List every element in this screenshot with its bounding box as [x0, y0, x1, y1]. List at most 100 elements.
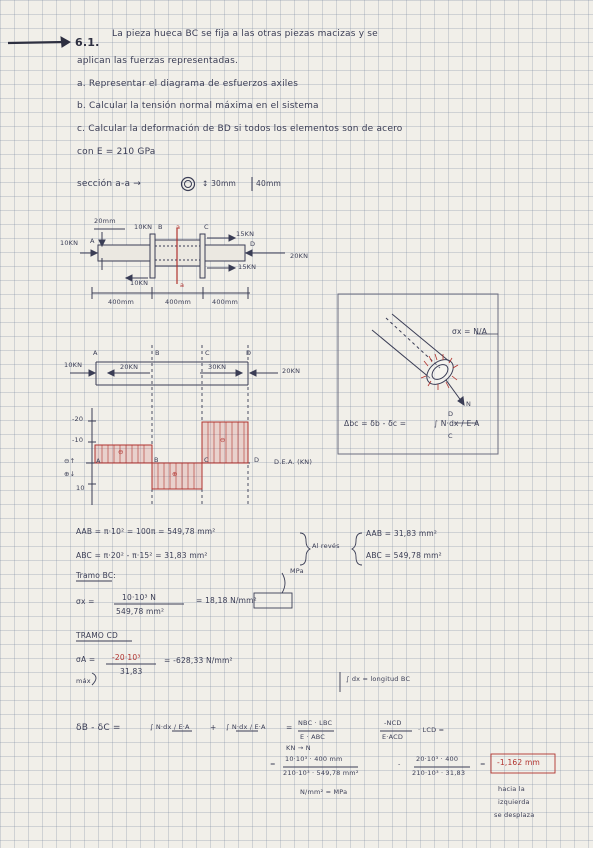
calc-conclusion-1: hacia la — [498, 785, 525, 793]
brace-left — [350, 532, 363, 566]
fbd-bar — [70, 361, 278, 386]
sketch-eq-int: ∫ N·dx / E·A — [434, 419, 480, 428]
diagram-y-m20: -20 — [72, 415, 84, 423]
calc-def-t2-num: -NCD — [384, 719, 402, 727]
diagram-pt-b: B — [154, 456, 159, 464]
calc-sa-result: = -628,33 N/mm² — [164, 656, 233, 665]
beam-load-left: 10KN — [60, 239, 79, 247]
diagram-block-bc — [151, 462, 203, 490]
diagram-y-10: 10 — [76, 484, 85, 492]
beam-load-b-bot: 10KN — [130, 279, 149, 287]
calc-area-bc: ABC = π·20² - π·15² = 31,83 mm² — [76, 551, 208, 560]
calc-def-lhs: δB - δC = — [76, 723, 121, 733]
calc-sa-den: 31,83 — [120, 667, 143, 676]
beam-drawing — [80, 228, 285, 299]
sketch-force: N — [466, 400, 472, 408]
segment-cd — [204, 244, 246, 262]
calc-row2-eq: = — [270, 760, 276, 768]
diagram-title: D.E.A. (KN) — [274, 458, 313, 466]
diagram-pt-c: C — [204, 456, 209, 464]
tube-sketch — [371, 313, 465, 407]
flange-c — [199, 233, 206, 279]
calc-area-ab: AAB = π·10² = 100π = 549,78 mm² — [76, 527, 216, 536]
beam-len-2: 400mm — [165, 298, 192, 306]
segment-bc — [154, 239, 204, 267]
section-label: sección a-a → — [77, 179, 141, 189]
beam-load-c-top: 15KN — [236, 230, 255, 238]
calc-sa-num: -20·10³ — [112, 653, 141, 662]
mpa-pointer — [281, 572, 286, 594]
calc-tramo-bc: Tramo BC: — [76, 571, 117, 580]
item-c-cont: con E = 210 GPa — [77, 147, 156, 157]
calc-sigma-result: = 18,18 N/mm² — [196, 596, 257, 605]
problem-number: 6.1. — [75, 36, 100, 49]
beam-pt-b: B — [158, 223, 163, 231]
tube-stress-ticks — [420, 353, 459, 390]
beam-pt-a: A — [90, 237, 95, 245]
calc-note: Al revés — [312, 542, 340, 550]
diagram-hatch — [101, 422, 245, 489]
flange-b — [149, 233, 156, 279]
calc-kn-note: KN → N — [286, 744, 311, 752]
sketch-box — [337, 293, 499, 455]
calc-fix-bc: ABC = 549,78 mm² — [366, 551, 442, 560]
beam-dim-top: 20mm — [94, 217, 116, 225]
diagram-y-m10: -10 — [72, 436, 84, 444]
beam-load-d: 20KN — [290, 252, 309, 260]
calc-conclusion-2: izquierda — [498, 798, 530, 806]
calc-mpa-note: MPa — [290, 567, 304, 575]
calc-row2-eq2: = — [480, 760, 486, 768]
diagram-sign-bc: ⊕ — [172, 470, 178, 478]
fbd-pt-d: D — [246, 349, 252, 357]
calc-row2-den2: 210·10³ · 31,83 — [412, 769, 466, 777]
max-bracket — [91, 672, 97, 686]
diagram-sign-pos: ⊖↑ — [64, 457, 76, 465]
fbd-force-right: 20KN — [282, 367, 301, 375]
result-box — [490, 753, 556, 774]
section-circle — [180, 176, 196, 192]
calc-row2-num2: 20·10³ · 400 — [416, 755, 459, 763]
section-inner-dim: ↕ 30mm — [202, 179, 237, 188]
beam-len-1: 400mm — [108, 298, 135, 306]
item-c: c. Calcular la deformación de BD si todo… — [77, 124, 403, 134]
beam-pt-d: D — [250, 240, 256, 248]
diagram-pt-a: A — [96, 457, 101, 465]
diagram-block-cd — [201, 421, 249, 464]
section-outer-dim: 40mm — [256, 179, 281, 188]
calc-def-eq: = — [286, 723, 293, 732]
sketch-lim-bot: C — [448, 432, 453, 440]
calc-def-t1-num: NBC · LBC — [298, 719, 333, 727]
fbd-pt-a: A — [93, 349, 98, 357]
calc-def-t1-den: E · ABC — [300, 733, 326, 741]
sketch-sigma: σx = N/A — [452, 327, 488, 336]
item-b: b. Calcular la tensión normal máxima en … — [77, 101, 319, 111]
beam-load-c-bot: 15KN — [238, 263, 257, 271]
sketch-eq-lhs: Δbc = δb - δc = — [344, 419, 407, 428]
fbd-force-left: 10KN — [64, 361, 83, 369]
calc-row2-den: 210·10³ · 549,78 mm² — [283, 769, 359, 777]
diagram-pt-d: D — [254, 456, 260, 464]
calc-row2-minus: - — [398, 760, 401, 768]
brace-right — [299, 532, 312, 566]
beam-load-b: 10KN — [134, 223, 153, 231]
calc-units: N/mm² = MPa — [300, 788, 348, 796]
margin-arrow — [7, 36, 71, 48]
beam-len-3: 400mm — [212, 298, 239, 306]
calc-tramo-cd: TRAMO CD — [76, 631, 118, 640]
calc-lines — [76, 532, 556, 774]
axial-diagram — [86, 408, 250, 505]
beam-pt-c: C — [204, 223, 209, 231]
calc-dx-note: ∫ dx = longitud BC — [346, 675, 411, 683]
sig-result-box — [253, 592, 293, 609]
diagram-sign-cd: ⊖ — [220, 436, 226, 444]
calc-max: máx — [76, 677, 91, 685]
calc-def-int2: ∫ N·dx / E·A — [226, 723, 266, 731]
diagram-sign-neg: ⊕↓ — [64, 470, 76, 478]
fbd-force-bc: 30KN — [208, 363, 227, 371]
diagram-sign-ab: ⊖ — [118, 448, 124, 456]
calc-row2-num: 10·10³ · 400 mm — [285, 755, 343, 763]
fbd-pt-b: B — [155, 349, 160, 357]
calc-def-t2-den: E·ACD — [382, 733, 404, 741]
beam-cut-a-bot: a — [180, 281, 185, 289]
